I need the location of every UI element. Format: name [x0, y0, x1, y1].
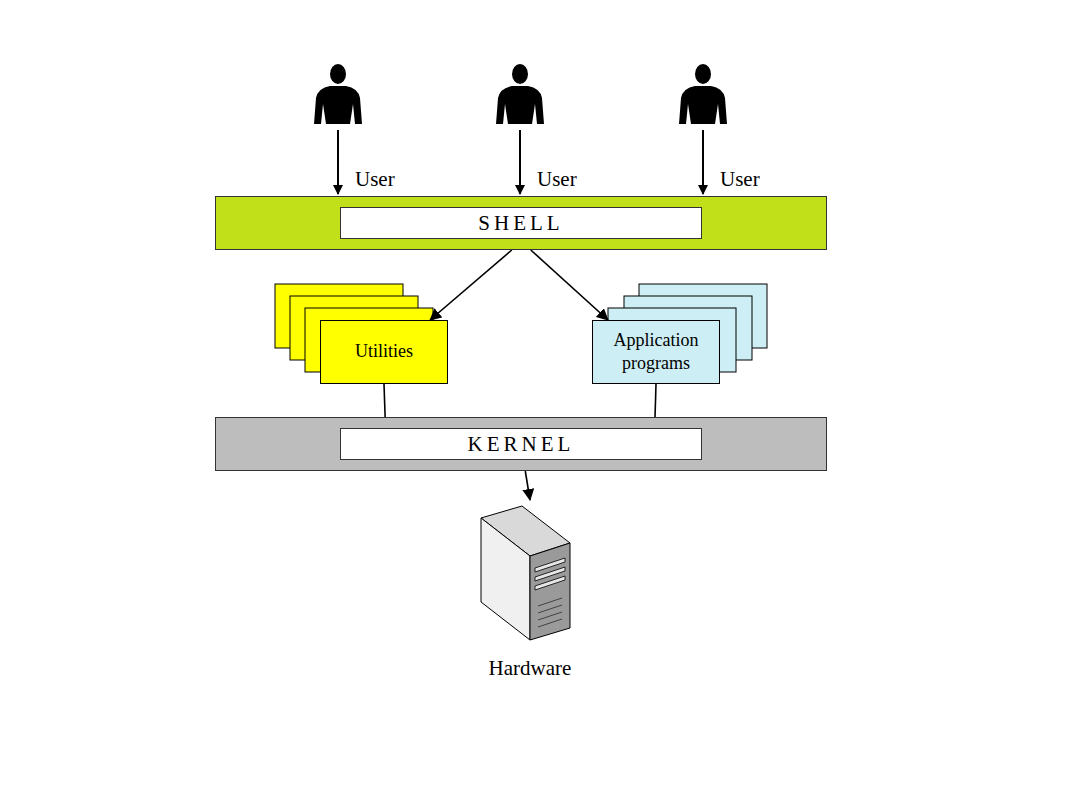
user-arrow — [519, 130, 521, 194]
kernel-band: KERNEL — [215, 417, 827, 471]
user-figure — [679, 64, 727, 124]
connector — [654, 384, 657, 417]
utilities-box: Utilities — [320, 320, 448, 384]
server-face — [481, 518, 530, 640]
connector — [531, 250, 608, 320]
user-figure — [496, 64, 544, 124]
server-face — [530, 543, 570, 640]
node-text: Application programs — [599, 329, 713, 376]
node-text: Utilities — [355, 340, 413, 363]
user-label: User — [537, 169, 577, 190]
user-arrow — [702, 130, 704, 194]
user-label: User — [355, 169, 395, 190]
connector — [384, 384, 385, 417]
user-figure — [314, 64, 362, 124]
user-label: User — [720, 169, 760, 190]
vent-line — [538, 619, 562, 627]
shell-band: SHELL — [215, 196, 827, 250]
hardware-node: Hardware — [466, 500, 594, 686]
application-box: Application programs — [592, 320, 720, 384]
hardware-label: Hardware — [466, 656, 594, 681]
connector — [430, 250, 512, 320]
vent-line — [538, 598, 562, 606]
server-icon — [466, 500, 594, 646]
vent-line — [538, 605, 562, 613]
connector — [525, 471, 530, 500]
layer-title: SHELL — [340, 207, 702, 239]
drive-bay — [535, 576, 565, 590]
user-arrow — [337, 130, 339, 194]
layer-title: KERNEL — [340, 428, 702, 460]
vent-line — [538, 612, 562, 620]
